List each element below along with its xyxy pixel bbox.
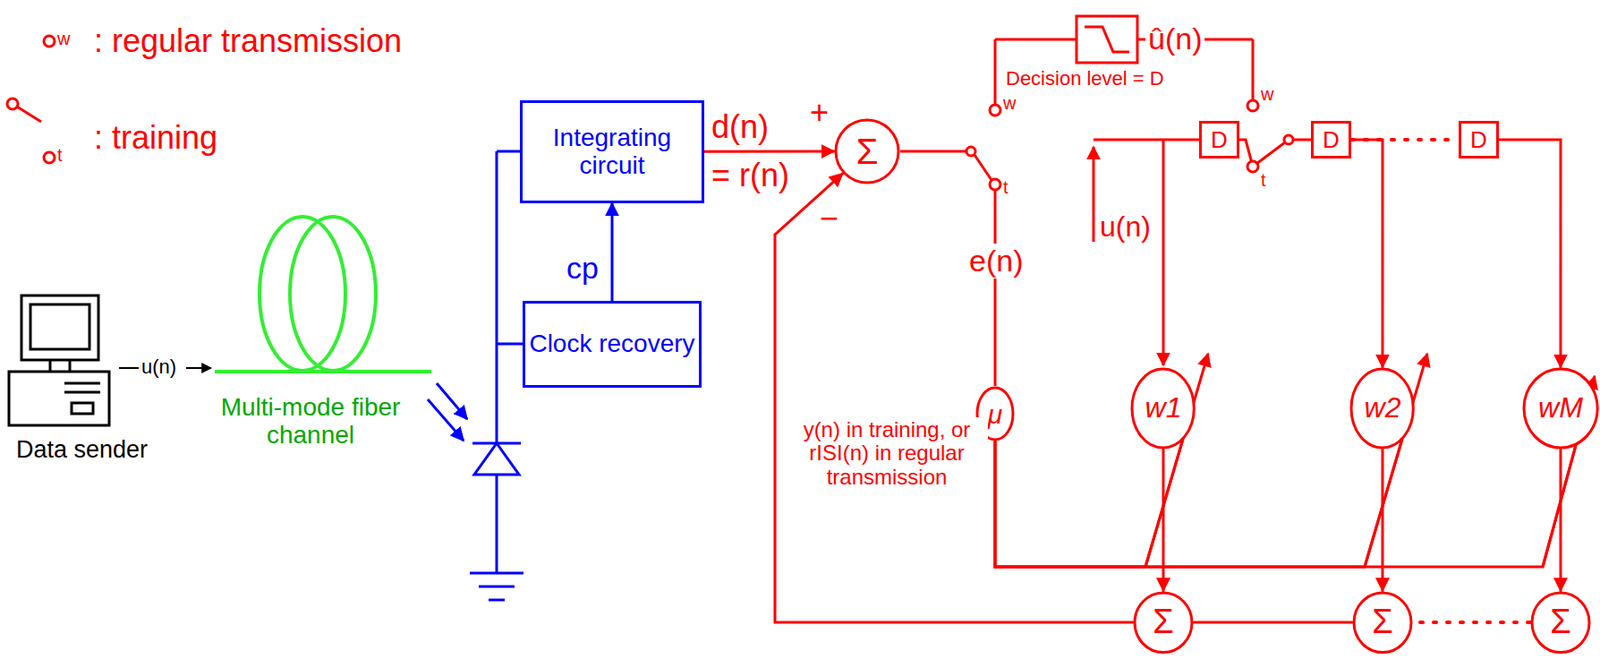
connector: [1351, 139, 1383, 367]
connector: [1498, 139, 1561, 367]
node-text: w2: [1364, 391, 1402, 424]
signal-name: d(n): [711, 109, 769, 145]
process-box: Clock recovery: [522, 300, 702, 388]
node-text: Σ: [1371, 603, 1394, 641]
weight-circle: wM: [1522, 366, 1600, 450]
node-text: D: [1210, 127, 1228, 154]
part-name: Multi-mode fiber channel: [207, 393, 414, 450]
connector: [1161, 449, 1165, 591]
signal-name: e(n): [966, 243, 1026, 279]
node-text: w1: [1145, 391, 1183, 424]
connector: [611, 203, 614, 301]
switch-terminal-label: w: [1003, 93, 1016, 113]
connector: [995, 441, 1183, 567]
summer-circle: Σ: [1132, 590, 1194, 655]
switch-terminal-label: w: [1260, 84, 1274, 104]
node-text: μ: [987, 399, 1003, 429]
sign-label: −: [819, 200, 839, 237]
node-text: D: [1470, 127, 1488, 154]
fiber-coil: [214, 216, 432, 372]
node-text: D: [1322, 127, 1340, 154]
node-outline: [1131, 368, 1194, 448]
connector: [995, 441, 1402, 567]
weight-circle: w1: [1130, 366, 1196, 450]
delay-box: D: [1199, 120, 1240, 159]
signal-line: [119, 366, 139, 369]
node-outline: [1523, 368, 1598, 448]
weight-circle: w2: [1349, 366, 1415, 450]
note-label: Decision level = D: [1005, 68, 1165, 90]
delay-box: D: [1458, 120, 1499, 159]
node-text: Σ: [1549, 603, 1572, 641]
switch-terminal-label: w: [57, 28, 70, 49]
signal-name: u(n): [141, 356, 177, 378]
legend-switch-symbol: [7, 35, 55, 163]
adjust-arrow: [1145, 353, 1595, 567]
switch-symbol: [1247, 100, 1294, 172]
process-box: Integrating circuit: [519, 100, 705, 204]
node-outline: [1134, 592, 1192, 653]
connector: [995, 441, 1576, 567]
connector: [774, 173, 1133, 622]
node-outline: [1353, 592, 1412, 653]
node-text: Integrating circuit: [522, 124, 702, 180]
node-text: Σ: [856, 131, 879, 171]
node-outline: [835, 119, 899, 183]
note-label: y(n) in training, or rISI(n) in regular …: [785, 417, 988, 490]
summer-circle: Σ: [834, 118, 901, 185]
signal-name: u(n): [1099, 211, 1151, 243]
part-name: Data sender: [16, 436, 148, 464]
legend-text: : regular transmission: [93, 23, 402, 60]
signal-name: û(n): [1145, 21, 1205, 57]
connector: [1558, 449, 1562, 591]
photodiode-symbol: [469, 151, 528, 600]
delay-box: D: [1310, 120, 1352, 159]
signal-name: = r(n): [711, 157, 790, 194]
tap-wire: [1093, 139, 1200, 366]
switch-terminal-label: t: [57, 144, 63, 165]
computer-icon: [8, 295, 110, 426]
connector: [704, 150, 835, 154]
node-outline: [1351, 368, 1413, 448]
connector: [1193, 620, 1353, 623]
edge-label: cp: [566, 251, 599, 285]
connector: [1380, 449, 1384, 591]
node-text: wM: [1538, 391, 1583, 424]
node-text: Clock recovery: [528, 330, 695, 358]
summer-circle: Σ: [1530, 590, 1592, 655]
signal-arrow: [186, 366, 212, 369]
summer-circle: Σ: [1352, 590, 1413, 655]
connector: [1412, 620, 1531, 624]
switch-symbol: [900, 39, 1077, 386]
switch-terminal-label: t: [1260, 170, 1267, 190]
switch-terminal-label: t: [1003, 177, 1009, 197]
legend-text: : training: [93, 119, 218, 156]
sign-label: +: [809, 94, 829, 131]
light-arrow: [427, 382, 468, 441]
node-outline: [1531, 592, 1590, 653]
node-text: Σ: [1152, 603, 1175, 641]
